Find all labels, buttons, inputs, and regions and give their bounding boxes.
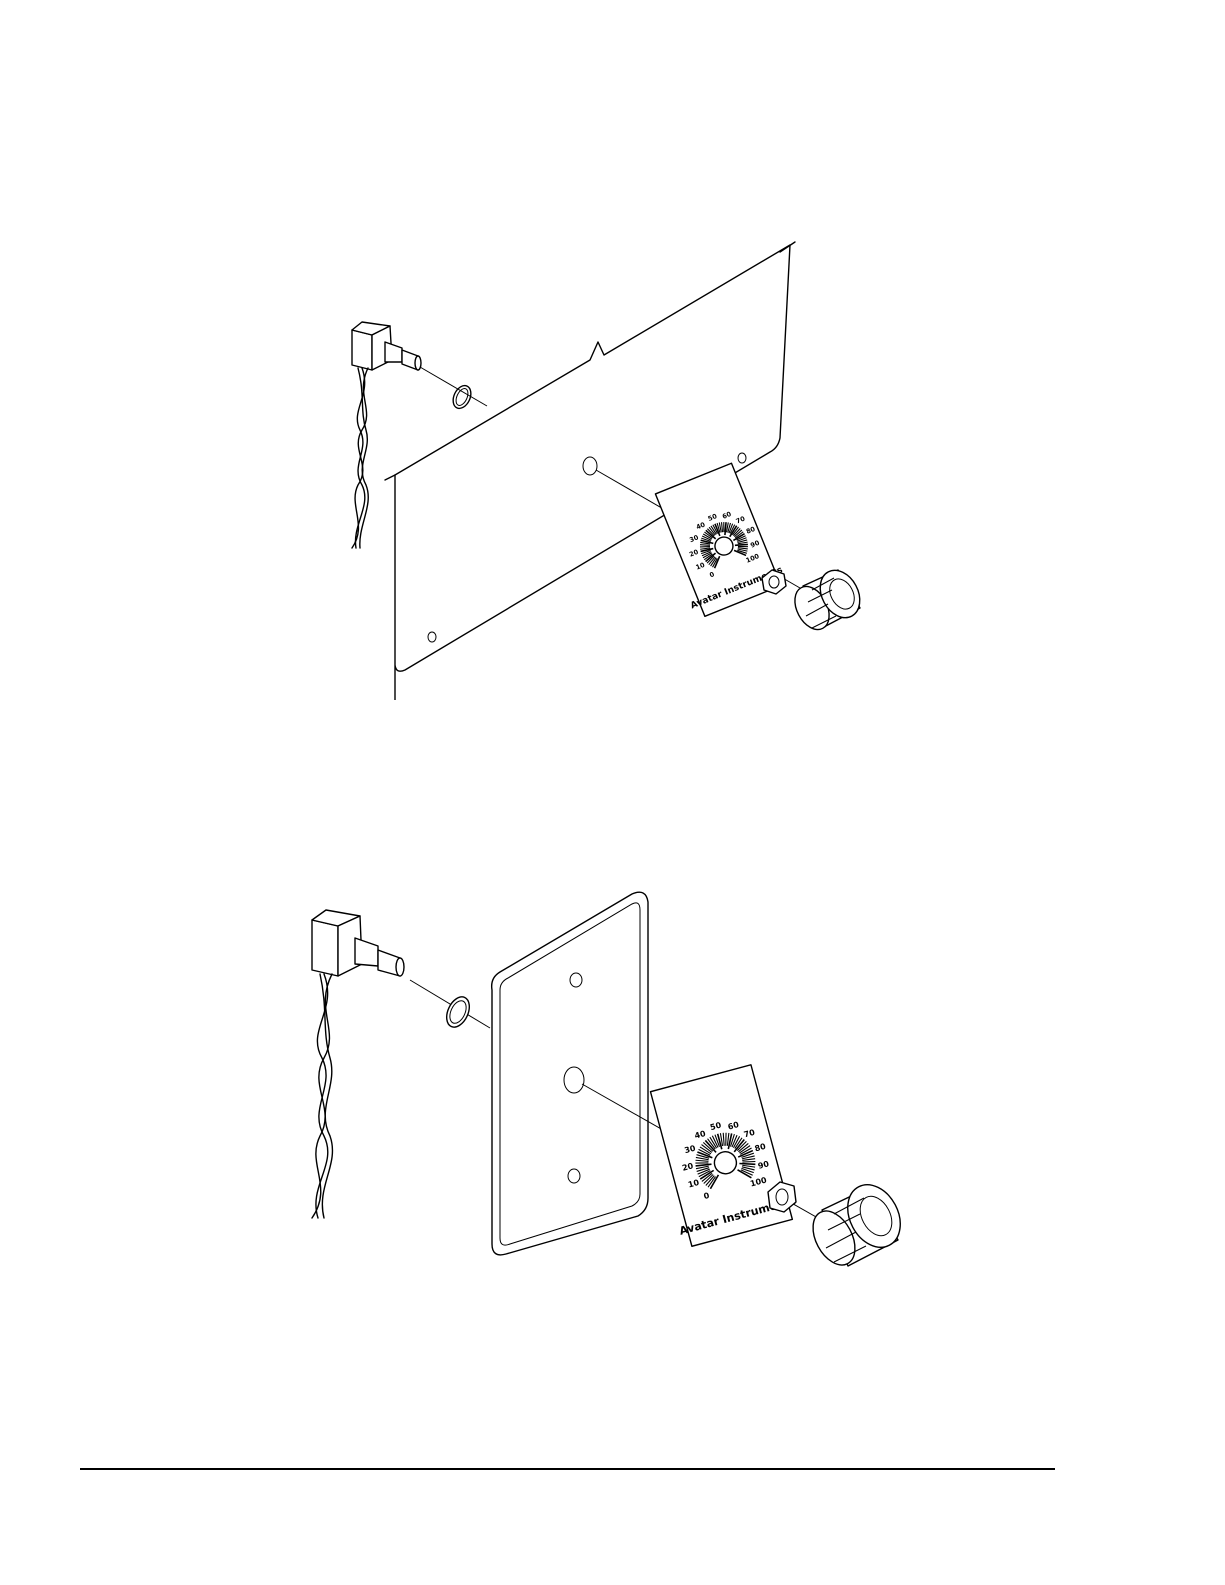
footer-rule xyxy=(80,1468,1055,1470)
control-knob xyxy=(788,563,868,635)
wall-plate xyxy=(492,892,648,1255)
potentiometer xyxy=(312,910,404,1218)
washer xyxy=(442,993,474,1030)
control-knob xyxy=(804,1176,910,1272)
